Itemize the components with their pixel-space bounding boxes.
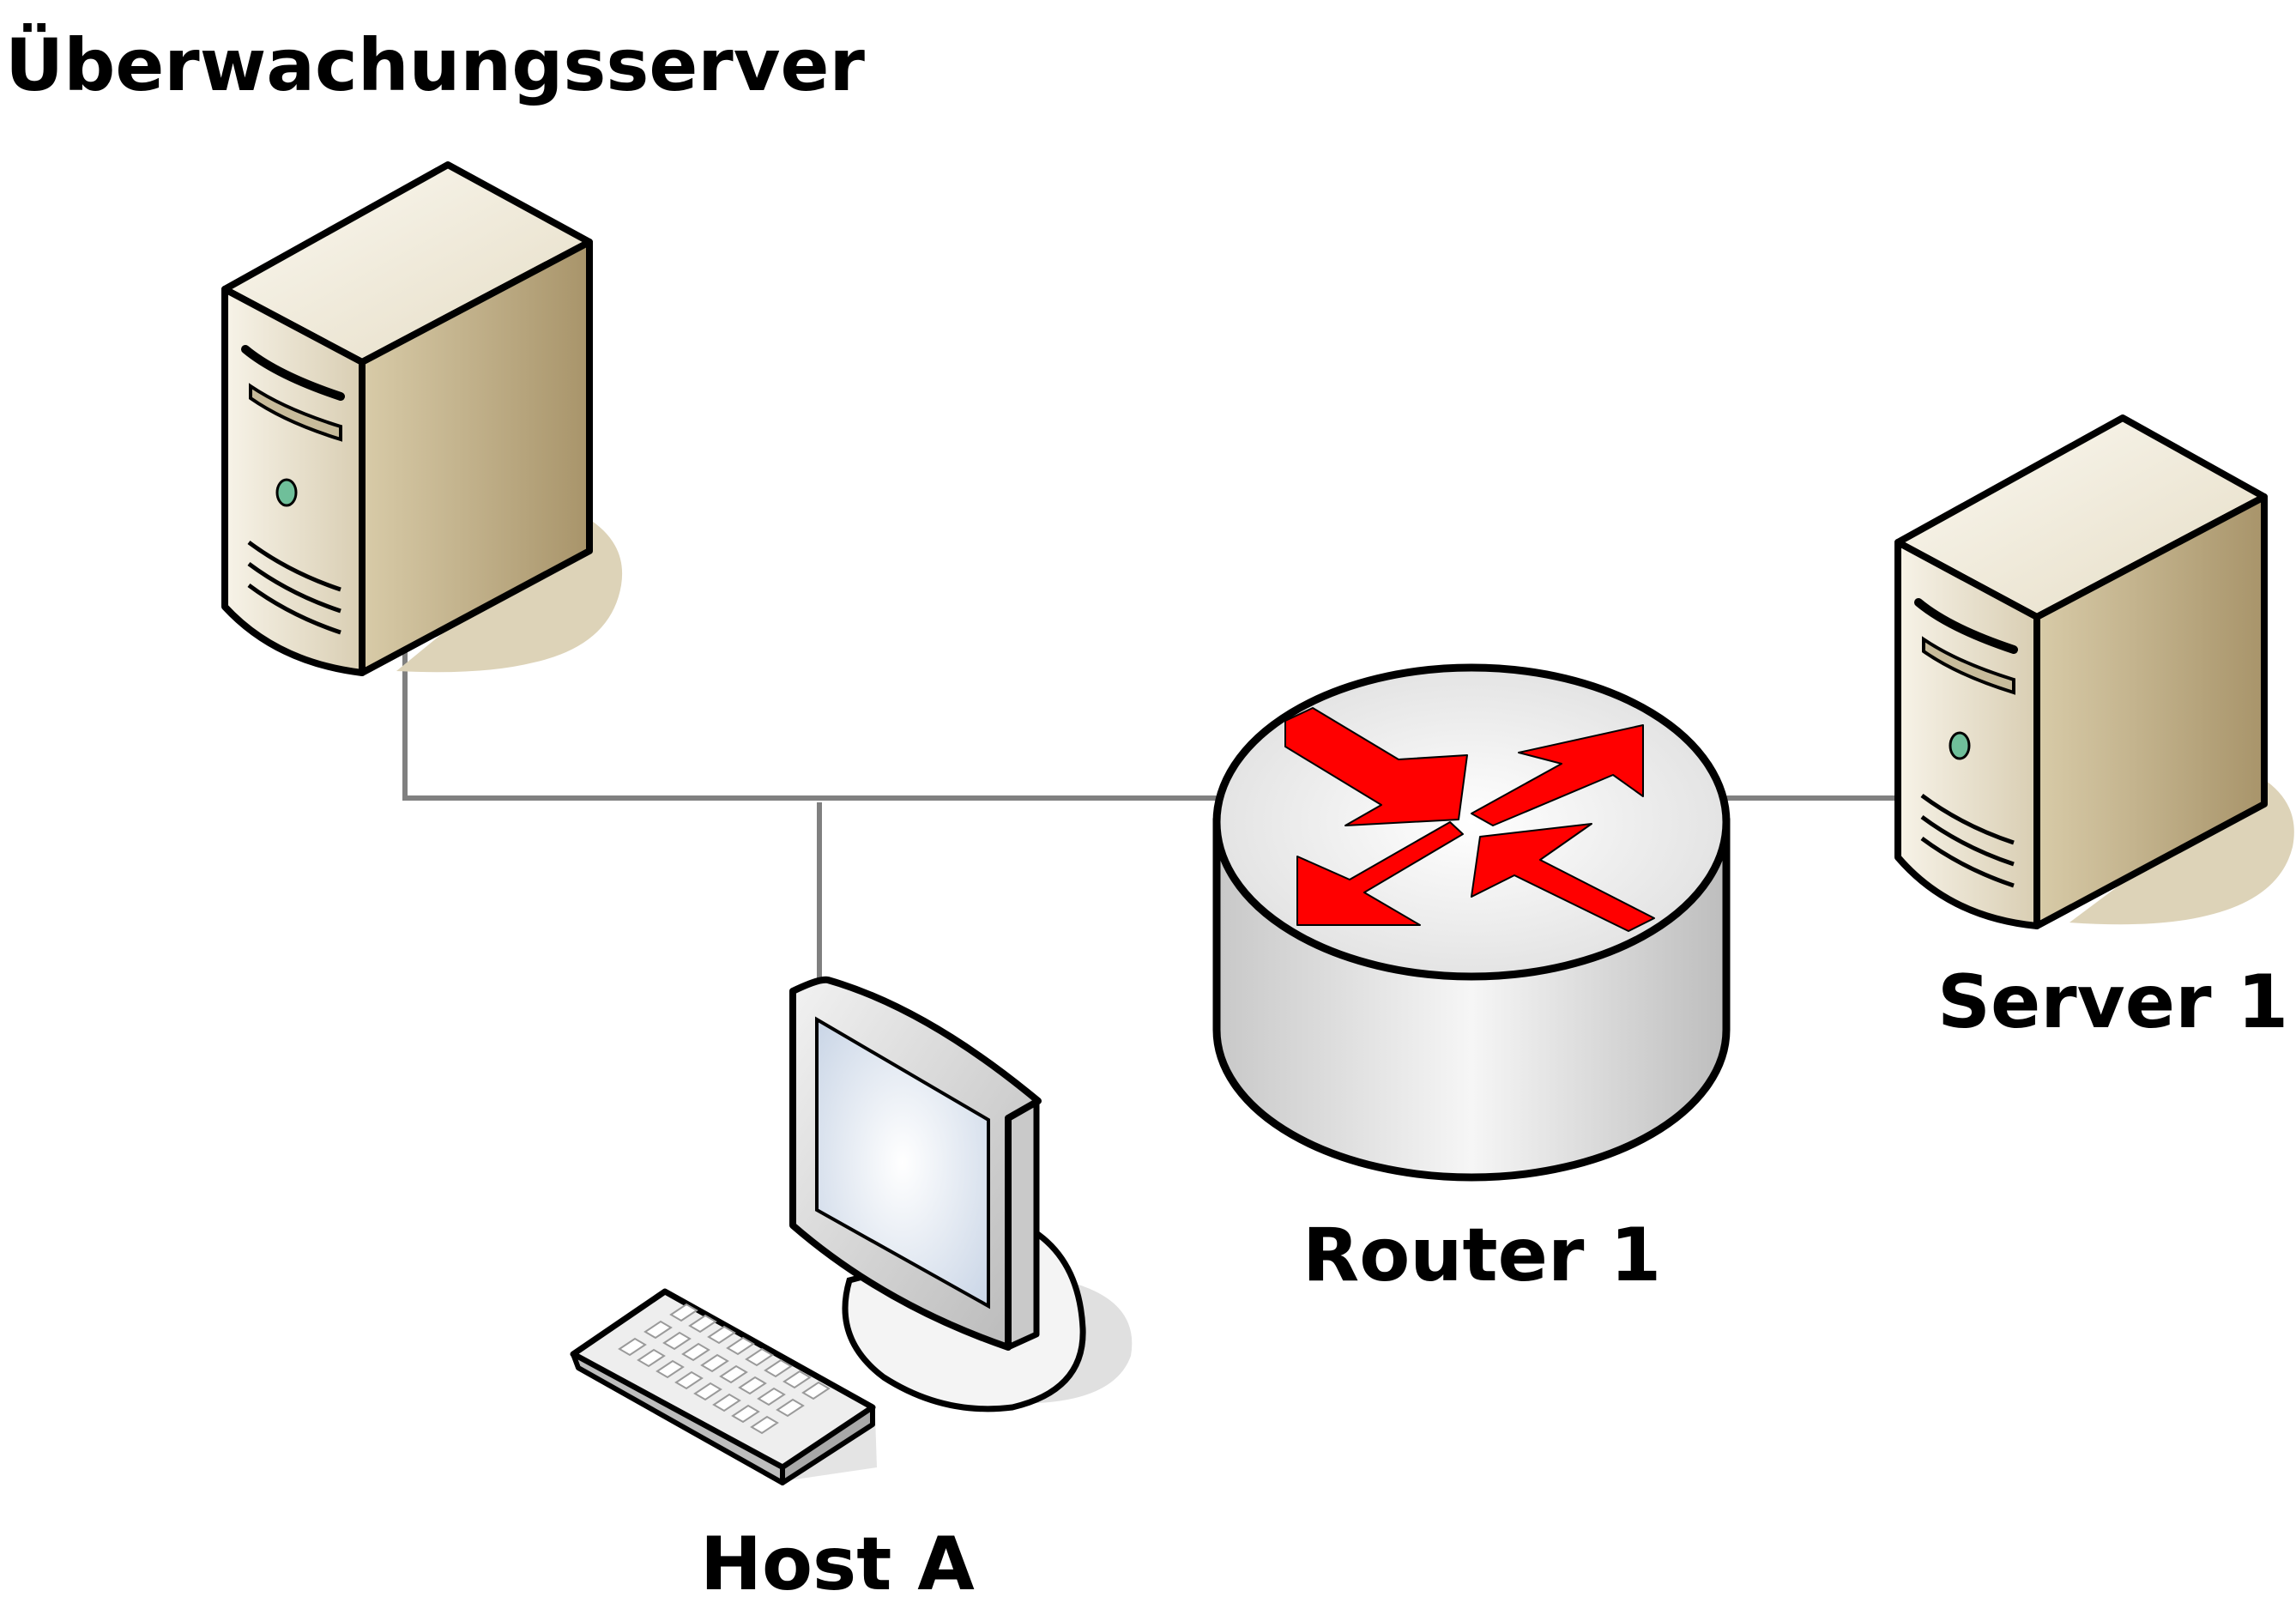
server-power-led xyxy=(1949,731,1971,760)
server1-label: Server 1 xyxy=(1937,959,2289,1045)
server-power-led xyxy=(275,478,298,507)
server-vent xyxy=(1920,793,2015,888)
monitoring-server-label: Überwachungsserver xyxy=(5,23,865,107)
server-vent xyxy=(247,540,341,635)
arrow-out-top-right xyxy=(1471,724,1644,826)
router-top xyxy=(1212,663,1731,981)
arrow-in-bottom-right xyxy=(1471,823,1655,932)
arrow-out-bottom-left xyxy=(1296,821,1464,926)
server-front xyxy=(1894,539,2040,929)
keyboard-right xyxy=(780,1405,875,1485)
tower-server-icon xyxy=(221,161,623,676)
link-monitor-to-router xyxy=(402,645,1222,801)
monitor-side xyxy=(1005,1095,1040,1351)
router-icon xyxy=(1212,663,1731,1182)
router-arrows xyxy=(1284,707,1655,932)
router1-label: Router 1 xyxy=(1302,1213,1662,1298)
tower-server-icon xyxy=(1894,414,2294,929)
server-drive-slot xyxy=(1922,636,2015,695)
network-links xyxy=(402,645,1905,978)
server-drive-bay xyxy=(1914,598,2018,654)
keyboard-keys xyxy=(618,1303,831,1435)
host-a-label: Host A xyxy=(700,1521,975,1607)
server-drive-bay xyxy=(241,345,345,401)
server-drive-slot xyxy=(249,383,342,442)
workstation-icon xyxy=(570,976,1133,1485)
monitor-screen xyxy=(815,1016,990,1310)
server-front xyxy=(221,286,366,676)
arrow-in-top-left xyxy=(1284,707,1468,826)
